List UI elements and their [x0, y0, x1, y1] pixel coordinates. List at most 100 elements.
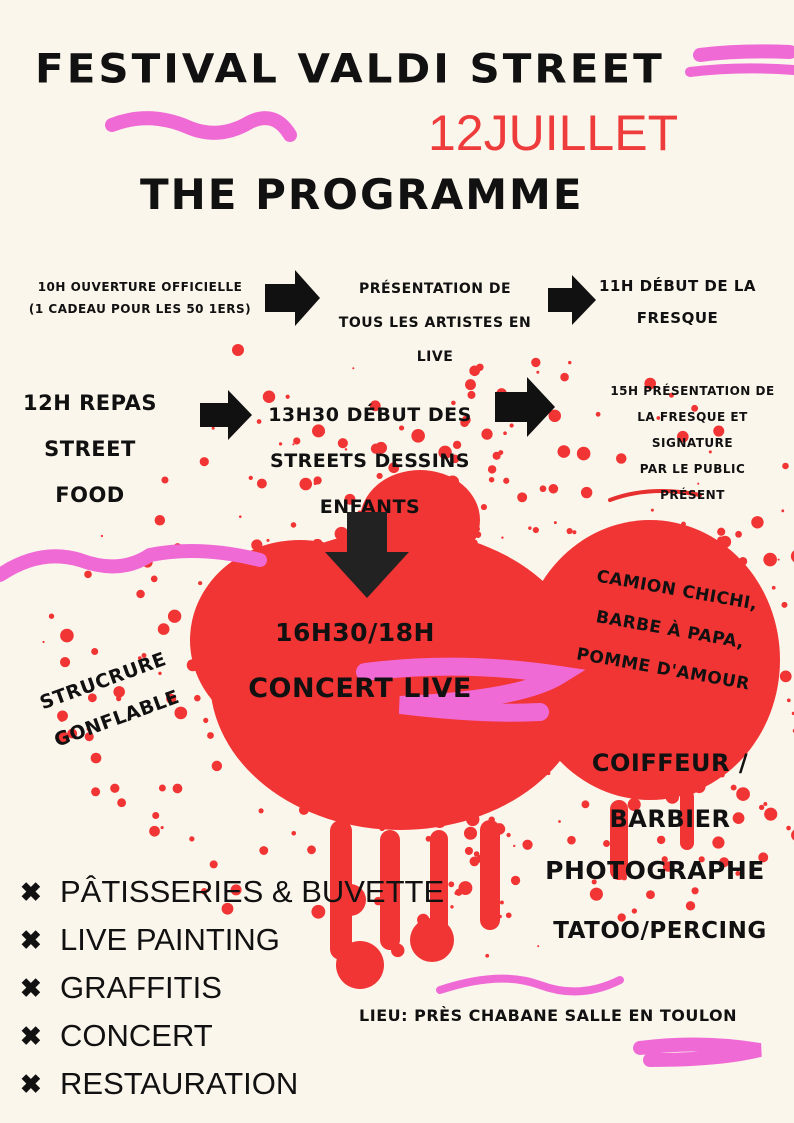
- splatter-shape: [542, 752, 555, 765]
- splatter-shape: [737, 609, 742, 614]
- splatter-shape: [566, 527, 573, 535]
- splatter-shape: [311, 904, 326, 919]
- splatter-shape: [735, 871, 741, 876]
- splatter-shape: [433, 766, 441, 774]
- splatter-shape: [576, 446, 591, 461]
- splatter-shape: [661, 627, 671, 637]
- arrow-right-icon: [495, 377, 555, 437]
- splatter-shape: [158, 784, 166, 792]
- splatter-shape: [553, 521, 557, 525]
- splatter-shape: [603, 840, 610, 847]
- splatter-shape: [384, 804, 394, 814]
- splatter-shape: [679, 617, 693, 631]
- splatter-shape: [243, 590, 256, 602]
- splatter-shape: [167, 609, 182, 623]
- splatter-shape: [681, 521, 686, 527]
- splatter-shape: [365, 767, 376, 778]
- splatter-shape: [652, 768, 655, 772]
- splatter-shape: [230, 884, 242, 896]
- splatter-shape: [274, 593, 287, 606]
- splatter-shape: [60, 628, 74, 643]
- splatter-shape: [777, 558, 780, 561]
- splatter-shape: [615, 604, 628, 617]
- activity-label: GRAFFITIS: [60, 970, 222, 1005]
- splatter-shape: [308, 670, 313, 675]
- splatter-shape: [231, 670, 235, 674]
- splatter-shape: [505, 912, 512, 919]
- splatter-shape: [572, 530, 577, 535]
- splatter-shape: [509, 423, 514, 428]
- splatter-shape: [697, 482, 700, 485]
- splatter-shape: [698, 856, 705, 863]
- splatter-shape: [472, 793, 479, 800]
- splatter-shape: [203, 667, 211, 675]
- splatter-shape: [398, 425, 405, 431]
- splatter-shape: [634, 784, 643, 793]
- schedule-item-food: 12H REPAS STREET FOOD: [15, 380, 165, 518]
- splatter-shape: [498, 914, 502, 919]
- splatter-shape: [340, 785, 352, 796]
- x-mark-icon: ✖: [20, 924, 42, 955]
- splatter-shape: [137, 656, 142, 660]
- splatter-shape: [295, 698, 298, 702]
- splatter-shape: [629, 750, 642, 762]
- concert-time: 16H30/18H: [275, 618, 435, 647]
- splatter-shape: [781, 509, 785, 513]
- splatter-shape: [158, 671, 162, 676]
- splatter-shape: [617, 578, 625, 586]
- x-mark-icon: ✖: [20, 876, 42, 907]
- splatter-shape: [621, 874, 628, 881]
- splatter-shape: [750, 638, 765, 653]
- splatter-shape: [790, 550, 794, 562]
- splatter-shape: [299, 477, 313, 491]
- splatter-shape: [734, 690, 747, 703]
- splatter-shape: [589, 887, 603, 901]
- splatter-shape: [730, 784, 737, 791]
- splatter-shape: [160, 826, 164, 830]
- splatter-shape: [628, 586, 639, 597]
- splatter-shape: [293, 437, 301, 445]
- schedule-text: LIVE: [416, 349, 454, 365]
- splatter-shape: [715, 739, 719, 743]
- splatter-shape: [679, 712, 688, 721]
- splatter-shape: [667, 523, 671, 526]
- splatter-shape: [473, 851, 480, 857]
- schedule-item-fresque-presentation: 15H PRÉSENTATION DE LA FRESQUE ET SIGNAT…: [600, 378, 785, 508]
- splatter-shape: [781, 601, 788, 608]
- splatter-shape: [665, 790, 680, 804]
- splatter-shape: [683, 755, 687, 759]
- splatter-shape: [791, 711, 794, 716]
- splatter-shape: [298, 584, 309, 595]
- splatter-shape: [373, 896, 383, 906]
- activity-item: ✖CONCERT: [20, 1012, 444, 1060]
- splatter-shape: [243, 689, 256, 702]
- splatter-shape: [641, 631, 654, 644]
- schedule-text: STREET: [44, 437, 136, 461]
- splatter-shape: [679, 682, 686, 689]
- splatter-shape: [488, 476, 495, 483]
- splatter-shape: [229, 628, 232, 632]
- splatter-shape: [313, 476, 322, 485]
- splatter-shape: [719, 772, 725, 778]
- splatter-shape: [259, 846, 269, 855]
- splatter-shape: [450, 454, 460, 464]
- splatter-shape: [290, 522, 297, 528]
- splatter-shape: [625, 681, 640, 695]
- splatter-shape: [161, 476, 169, 484]
- splatter-shape: [643, 774, 651, 782]
- x-mark-icon: ✖: [20, 1068, 42, 1099]
- activity-item: ✖RESTAURATION: [20, 1060, 444, 1108]
- splatter-shape: [502, 790, 508, 796]
- schedule-text: 15H PRÉSENTATION DE: [610, 384, 775, 398]
- activity-label: PÂTISSERIES & BUVETTE: [60, 874, 445, 909]
- splatter-shape: [346, 731, 351, 736]
- festival-title: FESTIVAL VALDI STREET: [35, 45, 665, 92]
- splatter-shape: [266, 538, 270, 542]
- splatter-shape: [56, 731, 70, 745]
- splatter-shape: [194, 694, 201, 702]
- splatter-shape: [337, 438, 348, 449]
- splatter-shape: [311, 538, 324, 551]
- splatter-shape: [603, 752, 608, 758]
- splatter-shape: [465, 379, 476, 391]
- splatter-shape: [466, 812, 480, 827]
